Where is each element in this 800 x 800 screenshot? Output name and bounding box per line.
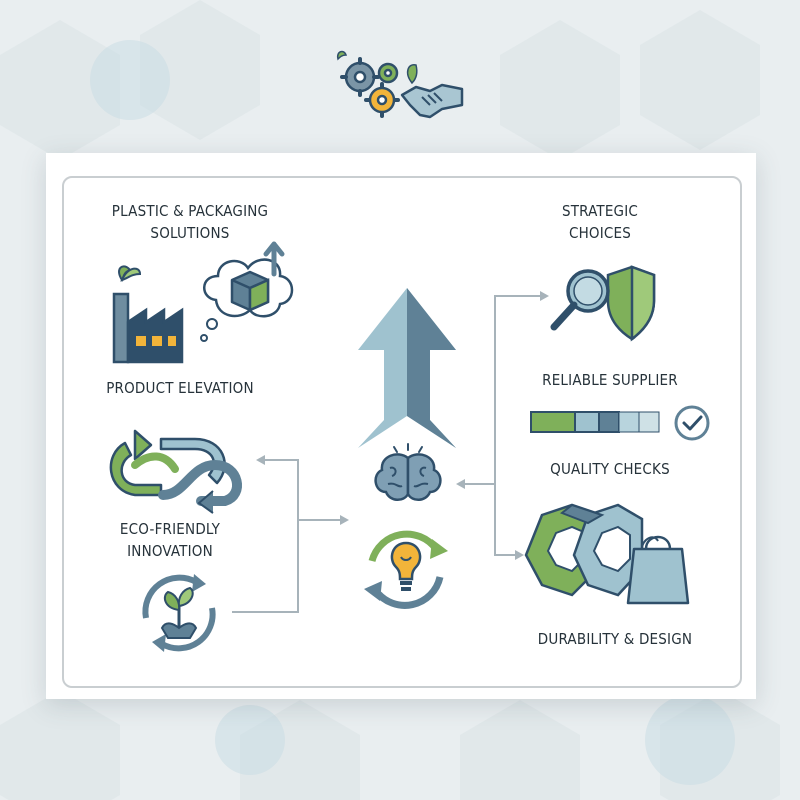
factory-icon — [112, 265, 184, 364]
quality-checks-label: QUALITY CHECKS — [550, 460, 670, 478]
recycle-arrows-icon — [109, 429, 242, 514]
up-arrow-icon — [358, 288, 456, 448]
reliable-supplier-label: RELIABLE SUPPLIER — [542, 371, 678, 389]
eco-friendly-label: ECO-FRIENDLY INNOVATION — [119, 520, 221, 560]
chain-links-bag-icon — [524, 503, 690, 605]
lightbulb-cycle-icon — [364, 530, 448, 609]
right-heading: STRATEGIC CHOICES — [561, 202, 639, 242]
diagram-frame — [62, 176, 742, 688]
progress-bar-icon — [530, 411, 660, 433]
magnifier-shield-icon — [550, 265, 656, 342]
box-thought-icon — [200, 241, 294, 342]
plant-cycle-icon — [142, 574, 216, 652]
product-elevation-label: PRODUCT ELEVATION — [106, 379, 254, 397]
check-circle-icon — [674, 405, 710, 441]
left-heading: PLASTIC & PACKAGING SOLUTIONS — [111, 202, 269, 242]
gears-handshake-icon — [336, 50, 464, 119]
durability-design-label: DURABILITY & DESIGN — [537, 630, 693, 648]
brain-icon — [374, 443, 442, 501]
